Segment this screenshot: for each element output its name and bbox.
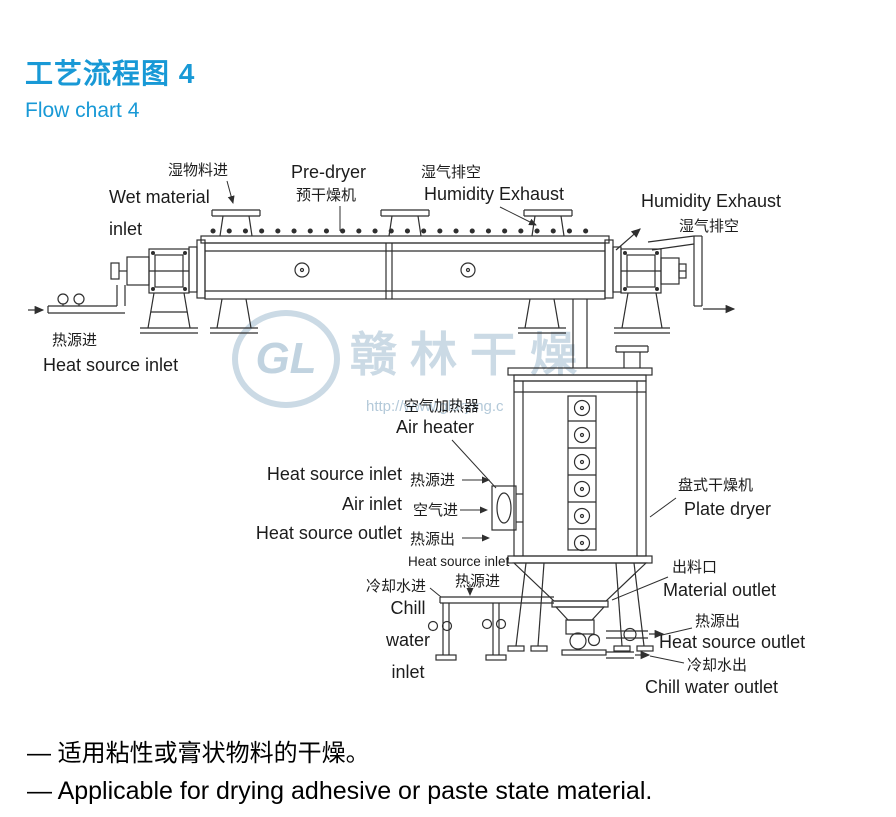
label-heat-source-outlet-mid-zh: 热源出 <box>410 531 456 548</box>
label-chill-water-inlet-en2: water <box>385 630 430 650</box>
label-heat-source-inlet-left-en: Heat source inlet <box>43 355 179 375</box>
label-chill-water-outlet-zh: 冷却水出 <box>687 657 748 674</box>
label-air-inlet-en: Air inlet <box>341 494 402 514</box>
note-line2-en: — Applicable for drying adhesive or past… <box>27 777 653 805</box>
label-chill-water-outlet-en: Chill water outlet <box>645 677 779 697</box>
label-heat-source-outlet-bottom-zh: 热源出 <box>695 613 741 630</box>
watermark-brand: 赣林干燥 <box>350 328 590 381</box>
inlet-pipes-left <box>427 596 554 661</box>
pre-dryer-shell <box>200 228 610 300</box>
label-plate-dryer-en: Plate dryer <box>684 499 772 519</box>
label-heat-source-inlet-left-zh: 热源进 <box>52 332 98 349</box>
note-line1-zh: — 适用粘性或膏状物料的干燥。 <box>27 740 370 767</box>
page-subtitle: Flow chart 4 <box>25 99 140 122</box>
label-material-outlet-en: Material outlet <box>663 580 777 600</box>
watermark-logo-text: GL <box>255 334 317 383</box>
plate-dryer-legs <box>507 562 654 652</box>
air-heater-box <box>491 485 523 531</box>
label-wet-material-inlet-en1: Wet material <box>109 187 210 207</box>
plate-dryer-body <box>507 367 653 557</box>
label-chill-water-inlet-zh: 冷却水进 <box>366 578 427 595</box>
label-plate-dryer-zh: 盘式干燥机 <box>678 477 754 494</box>
plate-dryer-top-port <box>615 345 649 368</box>
label-material-outlet-zh: 出料口 <box>672 559 718 576</box>
label-heat-source-outlet-bottom-en: Heat source outlet <box>659 632 806 652</box>
right-drive-assembly <box>604 239 687 299</box>
label-wet-material-inlet-zh: 湿物料进 <box>168 162 229 179</box>
process-diagram-svg <box>28 180 736 664</box>
leader-lines <box>226 180 693 664</box>
label-pre-dryer-en: Pre-dryer <box>291 162 367 182</box>
page-title: 工艺流程图 4 <box>25 58 196 89</box>
label-humidity-exhaust-right-zh: 湿气排空 <box>679 218 740 235</box>
label-heat-source-inlet-bottom-zh: 热源进 <box>455 573 501 590</box>
support-stands <box>140 292 670 334</box>
label-air-inlet-zh: 空气进 <box>413 502 459 519</box>
label-air-heater-zh: 空气加热器 <box>404 398 480 415</box>
label-heat-source-inlet-mid-en: Heat source inlet <box>266 464 402 484</box>
connecting-duct <box>572 299 588 368</box>
label-pre-dryer-zh: 预干燥机 <box>296 187 357 204</box>
left-drive-assembly <box>110 239 206 299</box>
plate-dryer-cone <box>507 555 653 621</box>
label-humidity-exhaust-right-en: Humidity Exhaust <box>641 191 782 211</box>
label-humidity-exhaust-top-zh: 湿气排空 <box>421 164 482 181</box>
exhaust-port-middle <box>380 209 430 237</box>
wet-material-port <box>211 209 261 237</box>
heat-source-pipe-left <box>28 285 126 315</box>
label-chill-water-inlet-en3: inlet <box>391 662 425 682</box>
discharge-motor <box>561 619 607 656</box>
label-heat-source-inlet-mid-zh: 热源进 <box>410 472 456 489</box>
label-chill-water-inlet-en1: Chill <box>390 598 426 618</box>
label-air-heater-en: Air heater <box>396 417 475 437</box>
outlet-pipes-right <box>606 627 665 660</box>
label-heat-source-outlet-mid-en: Heat source outlet <box>255 523 402 543</box>
sight-glasses <box>294 262 476 278</box>
exhaust-pipe-right <box>615 228 736 314</box>
watermark-logo: GL <box>232 310 340 408</box>
label-humidity-exhaust-top-en: Humidity Exhaust <box>424 184 565 204</box>
watermark-url: http://www.gldrying.c <box>366 398 504 415</box>
label-heat-source-inlet-bottom-en: Heat source inlet <box>408 554 510 569</box>
label-wet-material-inlet-en2: inlet <box>109 219 143 239</box>
